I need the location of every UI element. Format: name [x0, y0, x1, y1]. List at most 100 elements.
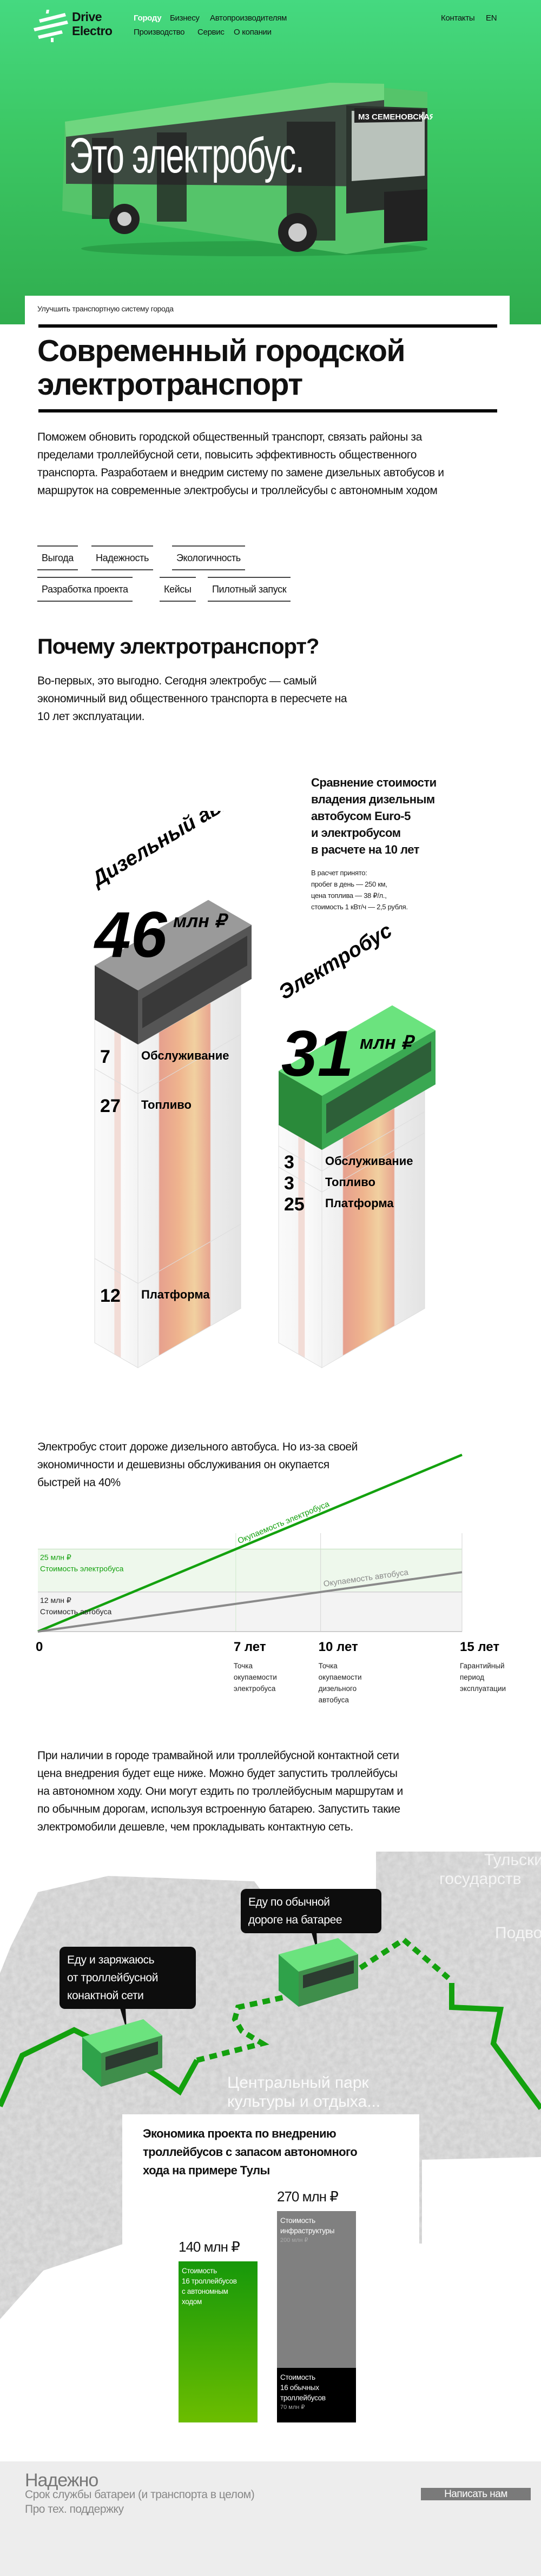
footer-item[interactable]: Про тех. поддержку	[25, 2503, 124, 2515]
nav-biznesu[interactable]: Бизнесу	[170, 14, 200, 23]
bar-segment-label: Стоимость	[280, 2216, 315, 2225]
logo-line: Electro	[72, 24, 113, 38]
bubble-line: Еду по обычной	[248, 1896, 330, 1908]
vehicle-total: 31	[281, 1017, 353, 1090]
x-tick-label: 0	[36, 1640, 43, 1654]
segment-label: Обслуживание	[325, 1154, 413, 1168]
hero-headline: Это электробус.	[69, 128, 305, 183]
level-value: 12 млн ₽	[40, 1596, 71, 1605]
segment-value: 7	[100, 1047, 110, 1067]
logo-icon[interactable]	[31, 10, 69, 42]
vehicle-unit: млн ₽	[360, 1033, 415, 1053]
x-tick-description: период	[460, 1673, 484, 1681]
x-tick-description: окупаемости	[319, 1673, 362, 1681]
band-diesel	[38, 1592, 462, 1632]
nav-avtoproizvoditelyam[interactable]: Автопроизводителям	[210, 14, 287, 23]
economics-title: Экономика проекта по внедрению троллейбус…	[143, 2125, 358, 2180]
title-line: электротранспорт	[37, 367, 303, 402]
tag-pilot[interactable]: Пилотный запуск	[208, 577, 291, 602]
bubble-line: Еду и заряжаюсь	[67, 1954, 155, 1966]
bus-front	[95, 965, 138, 1044]
bar-segment-label: ходом	[182, 2297, 202, 2306]
segment-value: 27	[100, 1096, 121, 1116]
segment-label: Платформа	[141, 1288, 210, 1301]
assumption: стоимость 1 кВт/ч — 2,5 рубля.	[311, 903, 408, 911]
bar-segment-label: троллейбусов	[280, 2393, 326, 2402]
segment-value: 3	[284, 1152, 294, 1173]
bus-roof	[279, 1005, 436, 1096]
x-tick-description: Гарантийный	[460, 1662, 505, 1670]
route-buses	[82, 1931, 358, 2087]
level-value: 25 млн ₽	[40, 1553, 71, 1562]
economics-card	[122, 2114, 419, 2433]
stack-segment-diesel	[137, 984, 241, 1094]
tag-nadezhnost[interactable]: Надежность	[91, 545, 153, 570]
title-line: владения дизельным	[311, 793, 435, 806]
assumption: пробег в день — 250 км,	[311, 880, 387, 888]
vehicle-label: Электробус	[275, 919, 396, 1004]
series-label: Окупаемость электробуса	[236, 1499, 331, 1546]
trolley-text: При наличии в городе трамвайной или трол…	[37, 1749, 403, 1833]
language-switch[interactable]: EN	[486, 14, 497, 23]
why-text: Во-первых, это выгодно. Сегодня электроб…	[37, 675, 347, 723]
title-line: и электробусом	[311, 826, 401, 840]
vehicle-unit: млн ₽	[173, 911, 229, 931]
segment-label: Топливо	[325, 1175, 375, 1189]
bus-trolley-icon	[82, 2019, 162, 2087]
bus-windows	[142, 935, 247, 1028]
breadcrumb[interactable]: Улучшить транспортную систему города	[37, 304, 174, 313]
x-tick-label: 15 лет	[460, 1640, 499, 1654]
tag-razrabotka[interactable]: Разработка проекта	[37, 577, 133, 602]
comparison-title: Сравнение стоимости владения дизельным а…	[311, 774, 437, 858]
level-name: Стоимость автобуса	[40, 1607, 111, 1616]
map-label-podv: Подво	[495, 1924, 541, 1942]
speech-bubble-battery: Еду по обычной дороге на батарее	[241, 1889, 381, 1933]
title-line: Современный городской	[37, 334, 406, 368]
tag-ekologichnost[interactable]: Экологичность	[172, 545, 245, 570]
nav-o-kompanii[interactable]: О копании	[234, 28, 272, 37]
segment-value: 3	[284, 1173, 294, 1194]
title-line: хода на примере Тулы	[143, 2164, 270, 2177]
footer-item[interactable]: Срок службы батареи (и транспорта в цело…	[25, 2488, 255, 2501]
payback-text: Электробус стоит дороже дизельного автоб…	[37, 1441, 358, 1489]
tag-vygoda[interactable]: Выгода	[37, 545, 78, 570]
nav-servis[interactable]: Сервис	[197, 28, 225, 37]
nav-proizvodstvo[interactable]: Производство	[134, 28, 185, 37]
nav-gorodu[interactable]: Городу	[134, 14, 162, 23]
title-line: Экономика проекта по внедрению	[143, 2127, 337, 2140]
x-tick-description: эксплуатации	[460, 1685, 506, 1693]
x-tick-description: электробуса	[234, 1685, 276, 1693]
map-label-park: культуры и отдыха...	[227, 2093, 380, 2111]
stack-segment-electric	[321, 1090, 425, 1171]
x-tick-label: 7 лет	[234, 1640, 266, 1654]
band-electric	[38, 1549, 462, 1592]
x-tick-description: дизельного	[319, 1685, 357, 1693]
route-contact-network	[449, 1983, 541, 2110]
segment-label: Топливо	[141, 1098, 192, 1111]
segment-label: Платформа	[325, 1196, 394, 1210]
assumption: В расчет принято:	[311, 869, 367, 877]
divider	[38, 409, 497, 412]
bar-segment-label: Стоимость	[182, 2266, 217, 2275]
title-line: троллейбусов с запасом автономного	[143, 2145, 358, 2159]
bar-segment-label: Стоимость	[280, 2373, 315, 2381]
bar-segment-value: 200 млн ₽	[280, 2236, 308, 2244]
segment-value: 12	[100, 1286, 121, 1306]
bus-front	[279, 1070, 322, 1150]
write-us-button[interactable]: Написать нам	[421, 2488, 531, 2500]
bus-windows	[326, 1041, 431, 1134]
bus-roof	[95, 900, 252, 990]
nav-contacts[interactable]: Контакты	[441, 14, 475, 23]
tag-keisy[interactable]: Кейсы	[160, 577, 196, 602]
segment-value: 25	[284, 1194, 305, 1215]
map-label-univ: Тульский	[484, 1851, 541, 1869]
route-sign: М3 СЕМЕНОВСКАЯ	[358, 112, 433, 122]
route-battery	[196, 1936, 451, 2063]
bar-total-label: 140 млн ₽	[179, 2238, 240, 2255]
x-tick-description: Точка	[319, 1662, 338, 1670]
bubble-line: дороге на батарее	[248, 1914, 342, 1926]
